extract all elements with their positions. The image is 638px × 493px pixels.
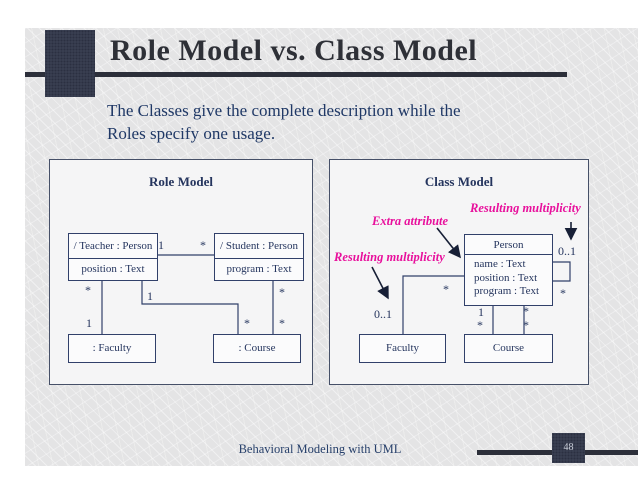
class-model-connectors-svg [371,222,578,334]
class-box-student: / Student : Person program : Text [214,233,304,281]
role-model-connectors-svg [101,254,274,334]
multiplicity-label: 1 [86,316,92,330]
multiplicity-label: 1 [478,305,484,319]
annotation-resulting-multiplicity-top: Resulting multiplicity [470,201,581,215]
slide-title: Role Model vs. Class Model [110,34,478,67]
class-model-title: Class Model [424,174,494,189]
multiplicity-label: * [477,318,483,332]
multiplicity-label: * [279,285,285,299]
multiplicity-label: 1 [147,289,153,303]
annotation-resulting-multiplicity-left: Resulting multiplicity [334,250,445,264]
slide-background: Role Model vs. Class Model The Classes g… [25,28,638,466]
teacher-course-association-line [141,281,239,334]
class-name-course-role: : Course [238,342,276,354]
class-box-course-class: Course [464,334,553,363]
multiplicity-label: * [560,286,566,300]
title-accent-square [45,30,95,97]
multiplicity-label: * [85,283,91,297]
person-self-association-loop [553,261,571,282]
class-box-faculty-class: Faculty [359,334,446,363]
person-faculty-association-line [402,275,464,334]
class-box-teacher: / Teacher : Person position : Text [68,233,158,281]
title-underline-rule [25,72,567,77]
class-name-teacher: / Teacher : Person [73,240,153,252]
class-model-panel: Class Model Resulting multiplicity Extra… [329,159,589,385]
person-attribute-position: position : Text [474,271,538,284]
class-name-faculty-role: : Faculty [92,342,132,354]
slide-subtitle: The Classes give the complete descriptio… [107,99,461,145]
multiplicity-label: * [443,282,449,296]
page-number-badge: 48 [552,433,585,463]
class-attribute-student: program : Text [215,258,303,280]
multiplicity-label: 0..1 [558,244,576,258]
multiplicity-label: * [523,318,529,332]
multiplicity-label: 0..1 [374,307,392,321]
footer-text: Behavioral Modeling with UML [238,442,402,456]
class-box-course-role: : Course [213,334,301,363]
class-attributes-person: name : Text position : Text program : Te… [465,254,552,299]
multiplicity-label: * [523,304,529,318]
annotation-arrow-left [371,266,389,300]
multiplicity-label: 1 [158,238,164,252]
annotation-arrow-extra-attribute [436,227,461,259]
annotation-extra-attribute: Extra attribute [372,214,449,228]
multiplicity-label: * [200,238,206,252]
subtitle-line-2: Roles specify one usage. [107,124,276,143]
multiplicity-label: * [279,316,285,330]
class-box-faculty-role: : Faculty [68,334,156,363]
multiplicity-label: * [244,316,250,330]
class-box-person: Person name : Text position : Text progr… [464,234,553,306]
class-name-course-class: Course [492,342,525,354]
person-attribute-name: name : Text [474,258,526,270]
class-name-person: Person [493,239,524,251]
role-model-title: Role Model [149,174,213,189]
person-attribute-program: program : Text [474,285,540,297]
role-model-panel: Role Model / Teacher : Person position :… [49,159,313,385]
class-name-student: / Student : Person [220,240,298,252]
class-attribute-teacher: position : Text [69,258,157,280]
class-name-faculty-class: Faculty [386,342,419,354]
subtitle-line-1: The Classes give the complete descriptio… [107,101,461,120]
